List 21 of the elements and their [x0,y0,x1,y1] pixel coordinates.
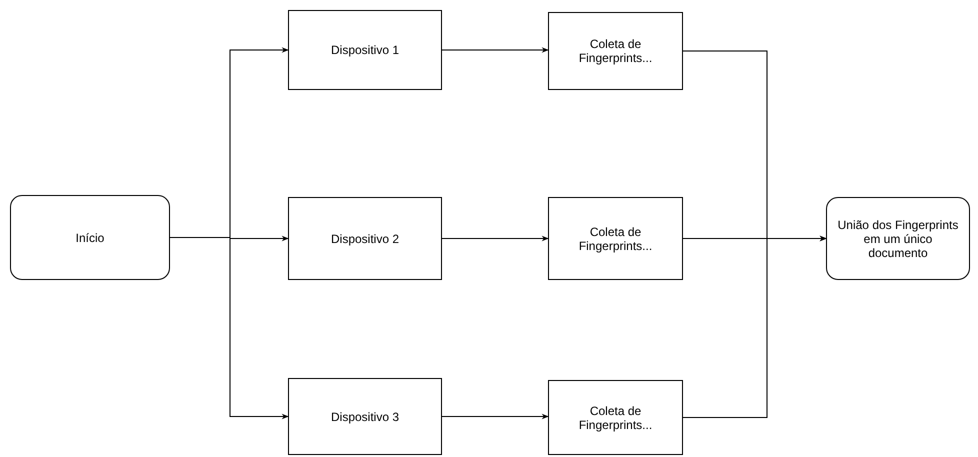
arrow [170,237,289,420]
process-box [288,10,442,90]
box-label: Dispositivo 1 [330,43,400,57]
box-label: União dos Fingerprints em um único documento [836,218,960,260]
terminal-box [826,197,970,280]
arrow [682,236,827,418]
arrow [442,236,549,242]
box-label: Dispositivo 2 [330,232,400,246]
process-box [548,197,683,280]
process-box [288,378,442,455]
box-label: Coleta de Fingerprints... [578,404,654,432]
box-label: Dispositivo 3 [330,410,400,424]
arrow [442,414,549,420]
terminal-box [10,195,170,280]
box-label: Coleta de Fingerprints... [578,37,654,65]
box-label: Início [76,230,104,244]
box-label: Coleta de Fingerprints... [578,224,654,252]
process-box [548,12,683,90]
process-box [288,197,442,280]
process-box [548,380,683,455]
arrow [442,47,549,53]
